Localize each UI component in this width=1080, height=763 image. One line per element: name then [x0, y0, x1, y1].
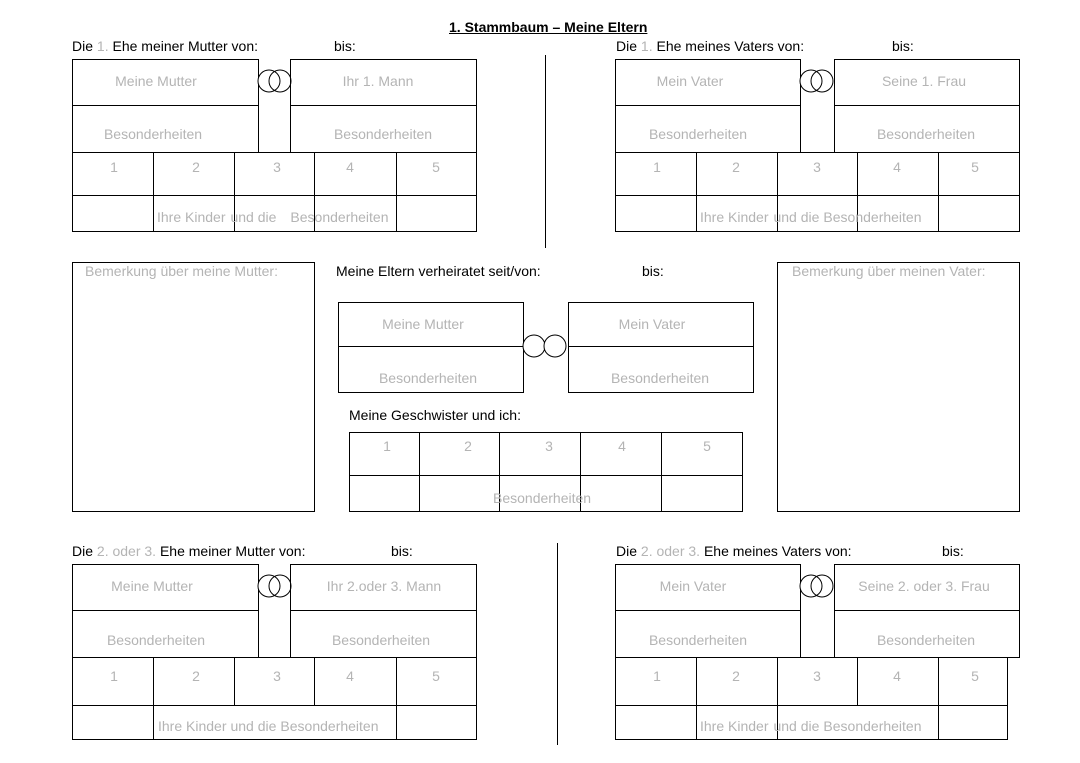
sibling-number: 3: [545, 438, 553, 454]
person-label: Seine 2. oder 3. Frau: [858, 578, 990, 594]
marriage-heading-mother-2: Die 2. oder 3. Ehe meiner Mutter von:: [72, 543, 306, 559]
father-notes-label: Bemerkung über meinen Vater:: [792, 263, 986, 279]
person-label: Mein Vater: [618, 316, 686, 332]
child-number: 3: [273, 668, 281, 684]
child-number: 3: [813, 159, 821, 175]
child-number: 1: [653, 159, 661, 175]
besonderheiten-label: Besonderheiten: [876, 126, 976, 142]
sibling-number: 1: [383, 438, 391, 454]
besonderheiten-label: Besonderheiten: [648, 632, 748, 648]
siblings-heading: Meine Geschwister und ich:: [349, 407, 521, 423]
siblings-grid[interactable]: [349, 432, 743, 512]
bis-label: bis:: [642, 263, 664, 279]
wedding-rings-icon: [799, 574, 834, 598]
mother-notes-label: Bemerkung über meine Mutter:: [85, 263, 278, 279]
person-label: Mein Vater: [656, 73, 724, 89]
bis-label: bis:: [334, 38, 356, 54]
child-number: 5: [432, 668, 440, 684]
bis-label: bis:: [391, 543, 413, 559]
child-number: 4: [346, 668, 354, 684]
sibling-number: 5: [703, 438, 711, 454]
wedding-rings-icon: [522, 334, 567, 358]
besonderheiten-label: Besonderheiten: [333, 126, 433, 142]
besonderheiten-label: Besonderheiten: [106, 632, 206, 648]
person-label: Ihr 2.oder 3. Mann: [326, 578, 442, 594]
sibling-number: 4: [618, 438, 626, 454]
mother-notes-box[interactable]: [72, 262, 315, 512]
person-label: Mein Vater: [659, 578, 727, 594]
person-label: Meine Mutter: [111, 578, 193, 594]
person-label: Meine Mutter: [382, 316, 464, 332]
person-label: Ihr 1. Mann: [342, 73, 414, 89]
child-number: 3: [813, 668, 821, 684]
father-notes-box[interactable]: [777, 262, 1020, 512]
children-grid[interactable]: [615, 657, 1008, 740]
marriage-heading-father-1: Die 1. Ehe meines Vaters von:: [616, 38, 805, 54]
besonderheiten-label: Besonderheiten: [378, 370, 478, 386]
child-number: 5: [432, 159, 440, 175]
child-number: 2: [732, 668, 740, 684]
child-number: 5: [971, 159, 979, 175]
wedding-rings-icon: [799, 69, 834, 93]
wedding-rings-icon: [257, 574, 292, 598]
bis-label: bis:: [942, 543, 964, 559]
person-label: Seine 1. Frau: [881, 73, 967, 89]
child-number: 1: [110, 668, 118, 684]
children-grid[interactable]: [615, 152, 1020, 232]
child-number: 4: [893, 159, 901, 175]
child-number: 2: [192, 159, 200, 175]
parent-father-box[interactable]: [568, 302, 754, 393]
wedding-rings-icon: [257, 69, 292, 93]
besonderheiten-label: Besonderheiten: [610, 370, 710, 386]
child-number: 5: [971, 668, 979, 684]
siblings-besonderheiten-label: Besonderheiten: [493, 490, 592, 506]
child-number: 4: [346, 159, 354, 175]
besonderheiten-label: Besonderheiten: [876, 632, 976, 648]
children-grid[interactable]: [72, 657, 477, 740]
besonderheiten-label: Besonderheiten: [103, 126, 203, 142]
sibling-number: 2: [464, 438, 472, 454]
child-number: 1: [110, 159, 118, 175]
besonderheiten-label: Besonderheiten: [648, 126, 748, 142]
child-number: 2: [192, 668, 200, 684]
bis-label: bis:: [892, 38, 914, 54]
child-number: 1: [653, 668, 661, 684]
children-grid[interactable]: [72, 152, 477, 232]
person-label: Meine Mutter: [115, 73, 197, 89]
child-number: 2: [732, 159, 740, 175]
parents-married-heading: Meine Eltern verheiratet seit/von:: [336, 263, 541, 279]
child-number: 3: [273, 159, 281, 175]
marriage-heading-father-2: Die 2. oder 3. Ehe meines Vaters von:: [616, 543, 852, 559]
child-number: 4: [893, 668, 901, 684]
page-title: 1. Stammbaum – Meine Eltern: [449, 19, 648, 35]
besonderheiten-label: Besonderheiten: [331, 632, 431, 648]
marriage-heading-mother-1: Die 1. Ehe meiner Mutter von:: [72, 38, 258, 54]
